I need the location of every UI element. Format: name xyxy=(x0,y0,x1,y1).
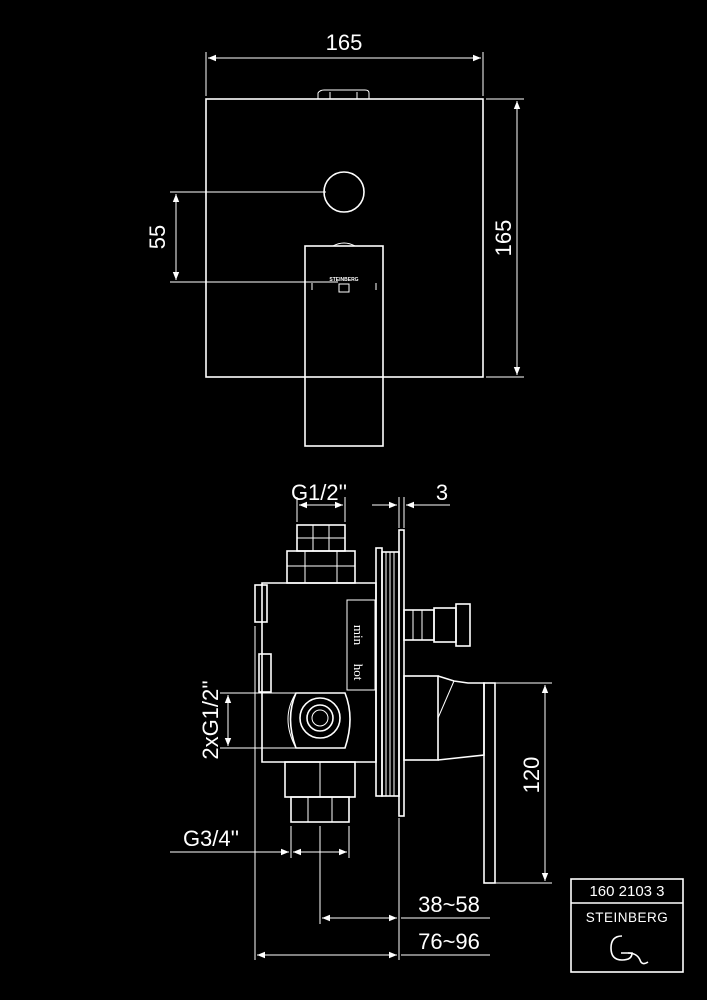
title-block: 160 2103 3 STEINBERG xyxy=(570,878,684,973)
handle-brand-text: STEINBERG xyxy=(329,277,358,283)
side-view: min hot xyxy=(170,480,552,960)
diverter-knob-side xyxy=(403,603,471,647)
cover-plate xyxy=(205,98,484,378)
dim-plate-label: 3 xyxy=(436,480,448,505)
steinberg-logo-icon xyxy=(610,935,649,965)
handle-side xyxy=(403,675,496,884)
mounting-sleeve xyxy=(375,529,405,817)
handle-logo-icon xyxy=(338,283,350,293)
dim-inlet-top-label: G1/2'' xyxy=(291,480,347,505)
dim-side-inlets-label: 2xG1/2'' xyxy=(198,680,223,759)
dim-height-label: 165 xyxy=(491,220,516,257)
mixer-handle: STEINBERG xyxy=(304,242,384,447)
dim-handle-label: 120 xyxy=(519,757,544,794)
top-inlet-nut xyxy=(286,524,356,584)
dim-depth-long-label: 76~96 xyxy=(418,929,480,954)
dim-depth-short-label: 38~58 xyxy=(418,892,480,917)
label-min: min xyxy=(351,625,366,646)
bottom-outlet xyxy=(284,761,356,823)
diverter-button xyxy=(323,171,365,213)
front-view: STEINBERG 165 165 55 xyxy=(145,30,524,447)
article-number: 160 2103 3 xyxy=(589,883,664,900)
top-fitting xyxy=(317,89,370,99)
dim-offset-label: 55 xyxy=(145,225,170,249)
side-inlet xyxy=(299,697,341,739)
dim-width-label: 165 xyxy=(326,30,363,55)
valve-body: min hot xyxy=(254,582,377,763)
mounting-plate xyxy=(398,529,405,817)
label-plate xyxy=(346,599,376,691)
dim-outlet-label: G3/4'' xyxy=(183,826,239,851)
brand-name: STEINBERG xyxy=(586,910,669,925)
label-hot: hot xyxy=(351,664,366,681)
